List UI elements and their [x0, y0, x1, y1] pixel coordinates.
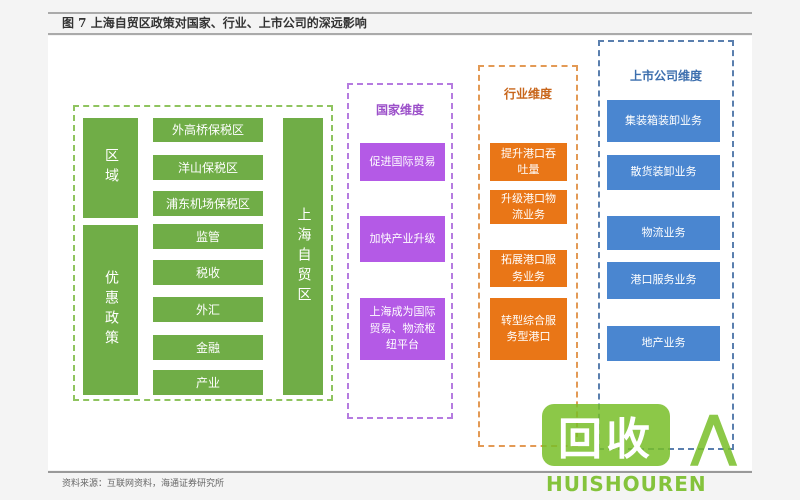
industry-header: 行业维度 [503, 87, 552, 101]
policy-item: 外汇 [153, 297, 263, 322]
zone-item: 外高桥保税区 [153, 118, 263, 142]
industry-item: 提升港口吞吐量 [490, 143, 567, 181]
company-item: 集装箱装卸业务 [607, 100, 720, 142]
policy-item: 监管 [153, 224, 263, 249]
country-item: 上海成为国际贸易、物流枢纽平台 [360, 298, 445, 360]
company-item: 散货装卸业务 [607, 155, 720, 190]
policy-box: 优惠政策 [83, 225, 138, 395]
watermark-brand: HUISHOUREN [546, 472, 707, 496]
title-rule-top [48, 12, 752, 14]
industry-item: 升级港口物流业务 [490, 190, 567, 224]
company-item: 地产业务 [607, 326, 720, 361]
ftz-box: 上海自贸区 [283, 118, 323, 395]
country-header: 国家维度 [375, 103, 424, 117]
company-item: 物流业务 [607, 216, 720, 250]
industry-item: 拓展港口服务业务 [490, 250, 567, 287]
zone-item: 洋山保税区 [153, 155, 263, 180]
watermark-logo: 回收 [542, 404, 670, 466]
figure-title: 图 7 上海自贸区政策对国家、行业、上市公司的深远影响 [62, 16, 367, 30]
source-note: 资料来源：互联网资料，海通证券研究所 [62, 479, 225, 489]
country-item: 促进国际贸易 [360, 143, 445, 181]
industry-frame [478, 65, 578, 447]
company-header: 上市公司维度 [629, 69, 702, 83]
policy-item: 税收 [153, 260, 263, 285]
watermark-mark-icon: ⋀ [690, 404, 738, 469]
zone-frame [73, 105, 333, 401]
country-frame [347, 83, 453, 419]
title-rule-bottom [48, 33, 752, 35]
country-item: 加快产业升级 [360, 216, 445, 262]
region-box: 区域 [83, 118, 138, 218]
zone-item: 浦东机场保税区 [153, 191, 263, 216]
policy-item: 产业 [153, 370, 263, 395]
industry-item: 转型综合服务型港口 [490, 298, 567, 360]
company-item: 港口服务业务 [607, 262, 720, 299]
policy-item: 金融 [153, 335, 263, 360]
footer-rule [48, 471, 752, 473]
